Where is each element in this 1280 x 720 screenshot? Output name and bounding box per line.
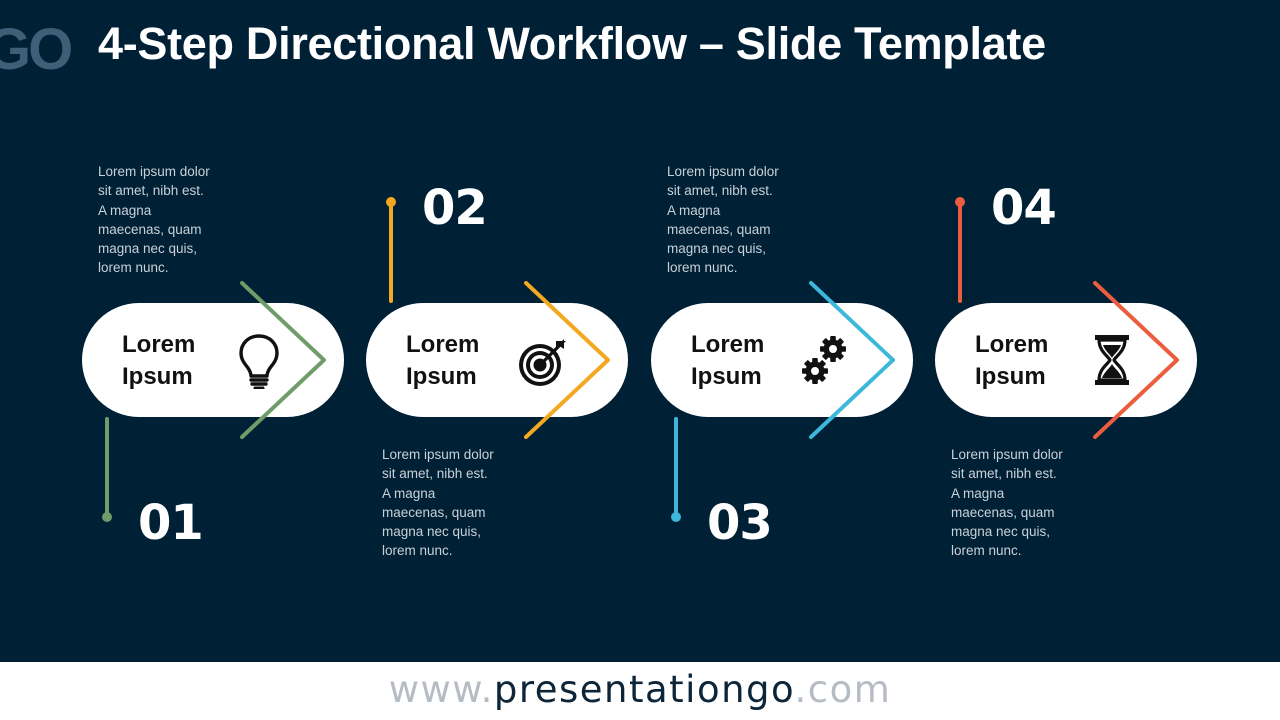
connector-line: [674, 417, 678, 517]
arrow-chevron: [1093, 281, 1179, 439]
step-label: Lorem Ipsum: [691, 331, 765, 390]
gears-icon: [802, 336, 846, 384]
step-label: Lorem Ipsum: [406, 331, 480, 390]
step-description: Lorem ipsum dolor sit amet, nibh est. A …: [951, 447, 1063, 559]
step-description: Lorem ipsum dolor sit amet, nibh est. A …: [98, 164, 210, 276]
step-label: Lorem Ipsum: [975, 331, 1049, 390]
arrow-chevron: [524, 281, 610, 439]
step-number: 03: [707, 495, 773, 551]
workflow-step-2: 02 Lorem Ipsum Lorem ipsum dolor sit ame…: [366, 0, 656, 662]
connector-dot: [671, 512, 681, 522]
connector-dot: [102, 512, 112, 522]
footer-website-link[interactable]: www.presentationgo.com: [0, 662, 1280, 720]
target-icon: [519, 339, 566, 386]
step-number: 01: [138, 495, 204, 551]
logo-fragment: GO: [0, 17, 73, 82]
step-description: Lorem ipsum dolor sit amet, nibh est. A …: [667, 164, 779, 276]
arrow-chevron: [240, 281, 326, 439]
step-pill: Lorem Ipsum: [366, 303, 628, 417]
workflow-step-3: Lorem ipsum dolor sit amet, nibh est. A …: [651, 0, 941, 662]
hourglass-icon: [1095, 335, 1129, 385]
step-label: Lorem Ipsum: [122, 331, 196, 390]
footer-suffix: .com: [794, 668, 892, 711]
connector-line: [105, 417, 109, 517]
arrow-chevron: [809, 281, 895, 439]
workflow-step-1: Lorem ipsum dolor sit amet, nibh est. A …: [82, 0, 372, 662]
lightbulb-icon: [239, 334, 279, 389]
step-number: 02: [422, 180, 488, 236]
footer-prefix: www.: [388, 668, 494, 711]
step-description: Lorem ipsum dolor sit amet, nibh est. A …: [382, 447, 494, 559]
step-pill: Lorem Ipsum: [651, 303, 913, 417]
connector-line: [389, 202, 393, 303]
step-number: 04: [991, 180, 1057, 236]
slide-title: 4-Step Directional Workflow – Slide Temp…: [98, 18, 1046, 69]
footer-brand: presentationgo: [493, 668, 795, 711]
step-pill: Lorem Ipsum: [935, 303, 1197, 417]
workflow-step-4: 04 Lorem Ipsum Lorem ipsum dolor sit ame…: [935, 0, 1225, 662]
step-pill: Lorem Ipsum: [82, 303, 344, 417]
connector-line: [958, 202, 962, 303]
